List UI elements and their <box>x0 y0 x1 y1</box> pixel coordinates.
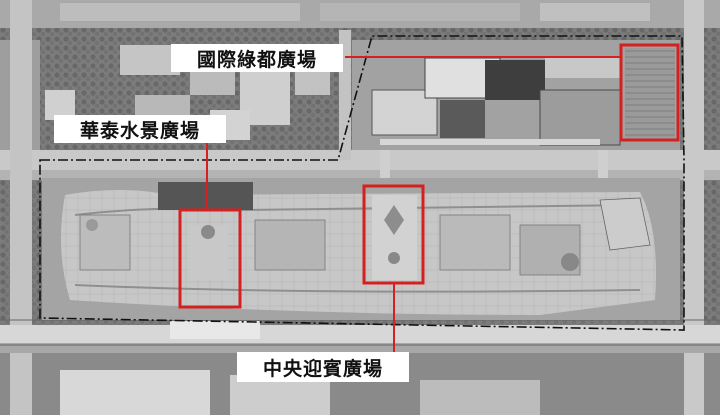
zhongyang-yingbin-label: 中央迎賓廣場 <box>237 352 409 382</box>
huatai-shuijing-label: 華泰水景廣場 <box>54 115 226 143</box>
guoji-lvdu-highlight-box <box>619 43 680 142</box>
site-boundary <box>39 35 685 331</box>
linear-park <box>42 178 680 320</box>
huatai-shuijing-label-text: 華泰水景廣場 <box>80 119 200 142</box>
huatai-shuijing-highlight-box <box>178 208 242 309</box>
northern-building-complex <box>352 40 680 150</box>
zhongyang-yingbin-label-text: 中央迎賓廣場 <box>263 357 383 380</box>
guoji-lvdu-label: 國際綠都廣場 <box>171 44 343 72</box>
guoji-lvdu-label-text: 國際綠都廣場 <box>197 48 317 71</box>
